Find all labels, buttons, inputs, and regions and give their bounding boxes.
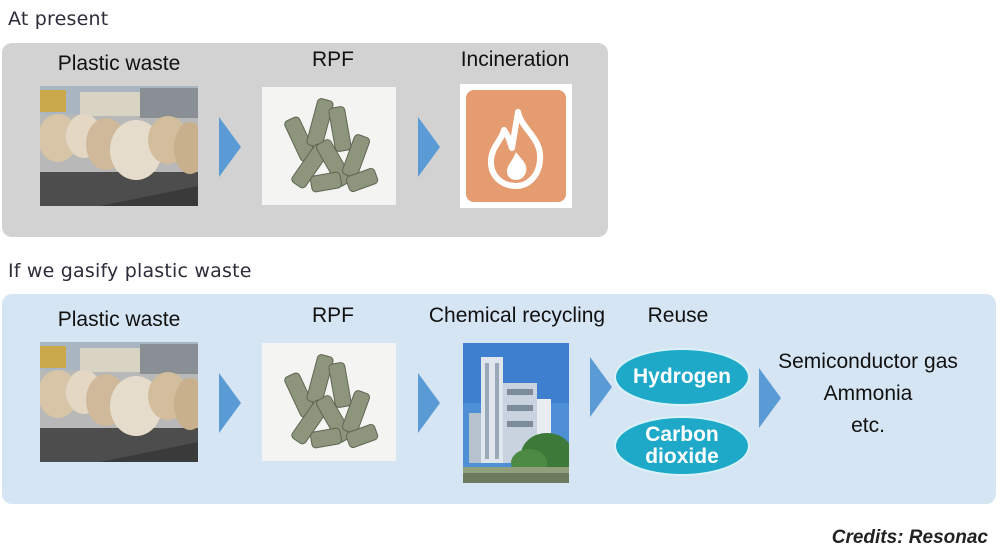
uses-list: Semiconductor gas Ammonia etc. [770,346,966,442]
section-title-current: At present [8,8,109,30]
flow-arrow [219,117,241,177]
rpf-pellets-photo [262,87,396,205]
step-label-plastic-waste: Plastic waste [57,52,181,75]
credit-text: Credits: Resonac [831,527,988,548]
fire-icon [487,109,544,189]
flow-arrow [418,117,440,177]
step-label-plastic-waste: Plastic waste [57,308,181,331]
flow-arrow [418,373,440,433]
chemical-plant-photo [463,343,569,483]
use-item: Semiconductor gas [778,350,958,373]
use-item: Ammonia [823,382,913,405]
section-title-gasify: If we gasify plastic waste [8,260,252,282]
plastic-waste-photo [40,86,198,206]
flow-arrow [219,373,241,433]
product-hydrogen: Hydrogen [614,348,750,406]
plastic-waste-photo [40,342,198,462]
step-label-chemical-recycling: Chemical recycling [428,304,606,327]
product-carbon-dioxide: Carbon dioxide [614,416,750,476]
step-label-rpf: RPF [312,48,354,71]
use-item: etc. [851,414,885,437]
flow-arrow [590,357,612,417]
flow-arrow [759,368,781,428]
step-label-incineration: Incineration [460,48,570,71]
incineration-tile [460,84,572,208]
incineration-tile-background [466,90,566,202]
step-label-reuse: Reuse [647,304,709,327]
step-label-rpf: RPF [312,304,354,327]
rpf-pellets-photo [262,343,396,461]
